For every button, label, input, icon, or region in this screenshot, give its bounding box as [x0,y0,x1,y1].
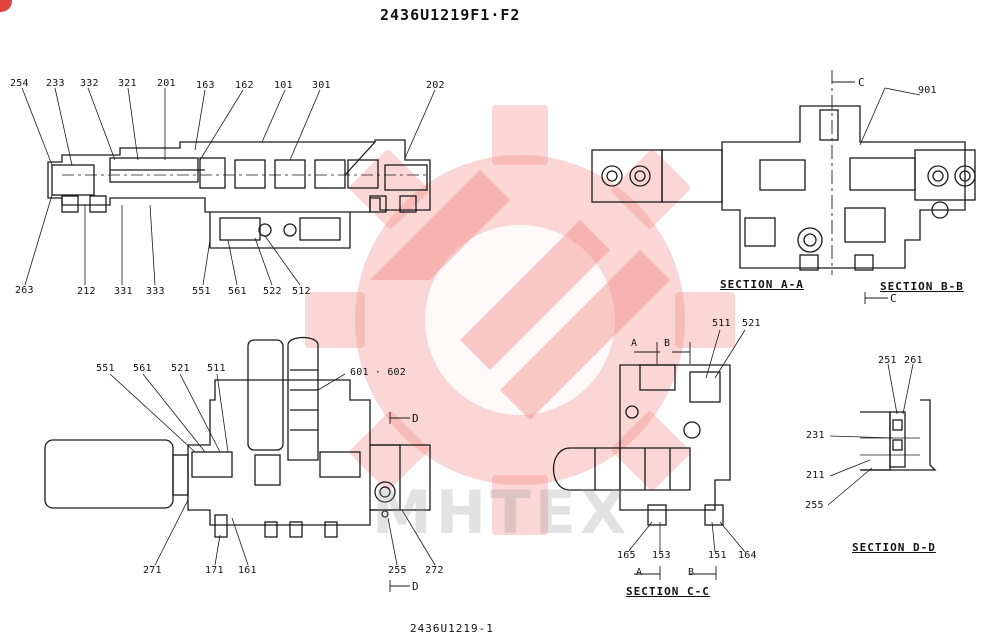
part-label: 272 [425,565,444,576]
cut-mark-b-bottom: B [688,567,695,578]
cut-mark-c-bottom: C [890,292,897,305]
part-label: 333 [146,286,165,297]
top-view-assembly [47,139,431,249]
part-label: 521 [171,363,190,374]
part-label: 601 · 602 [350,367,406,378]
part-label: 164 [738,550,757,561]
cut-mark-d-top: D [412,412,419,425]
part-label: 201 [157,78,176,89]
part-label: 331 [114,286,133,297]
part-label: 233 [46,78,65,89]
part-label: 202 [426,80,445,91]
part-label: 255 [388,565,407,576]
part-label: 332 [80,78,99,89]
part-label: 254 [10,78,29,89]
part-label: 165 [617,550,636,561]
part-label: 261 [904,355,923,366]
part-label: 251 [878,355,897,366]
part-label: 551 [96,363,115,374]
section-dd-assembly [827,363,937,506]
section-aa-bb-assembly [591,70,976,304]
bottom-view-leaders [109,373,436,566]
part-label: 263 [15,285,34,296]
part-label: 271 [143,565,162,576]
part-label: 901 [918,85,937,96]
section-bb-title: SECTION B-B [880,280,964,293]
section-aa-title: SECTION A-A [720,278,804,291]
part-label: 101 [274,80,293,91]
part-label: 151 [708,550,727,561]
part-label: 561 [133,363,152,374]
bottom-view-assembly [44,336,431,592]
part-label: 171 [205,565,224,576]
part-label: 162 [235,80,254,91]
part-label: 153 [652,550,671,561]
section-cc-title: SECTION C-C [626,585,710,598]
part-label: 212 [77,286,96,297]
part-label: 551 [192,286,211,297]
section-dd-title: SECTION D-D [852,541,936,554]
part-label: 511 [712,318,731,329]
part-label: 521 [742,318,761,329]
cut-mark-b-top: B [664,338,671,349]
part-label: 561 [228,286,247,297]
cut-mark-c-top: C [858,76,865,89]
part-label: 511 [207,363,226,374]
part-label: 231 [806,430,825,441]
section-cc-assembly [552,329,746,580]
part-label: 512 [292,286,311,297]
top-view-leaders [21,87,436,286]
part-label: 301 [312,80,331,91]
cut-mark-d-bottom: D [412,580,419,593]
drawing-number-footer: 2436U1219-1 [410,622,494,635]
part-label: 321 [118,78,137,89]
part-label: 161 [238,565,257,576]
cut-mark-a-bottom: A [636,567,643,578]
part-label: 163 [196,80,215,91]
drawing-title: 2436U1219F1·F2 [380,6,521,24]
watermark-text: MHTEX [372,478,631,548]
cut-mark-a-top: A [631,338,638,349]
part-label: 211 [806,470,825,481]
part-label: 522 [263,286,282,297]
part-label: 255 [805,500,824,511]
